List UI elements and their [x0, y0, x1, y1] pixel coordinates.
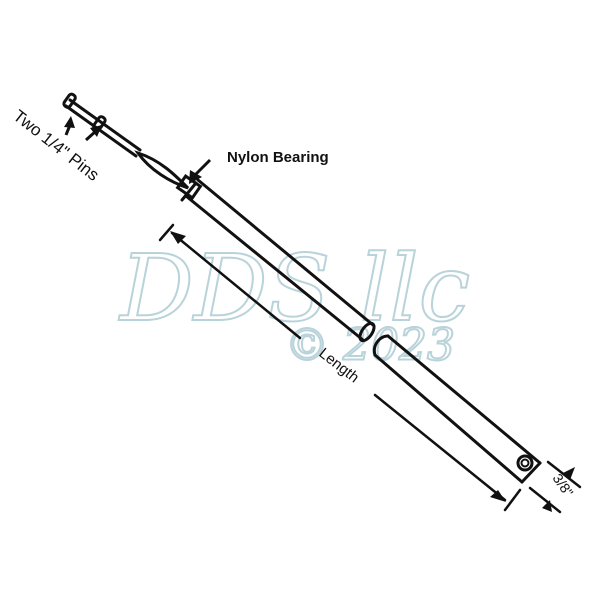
diameter-label: 3/8" — [550, 471, 577, 500]
length-arrow-start-icon — [170, 231, 186, 244]
watermark: DDS llc © 2023 — [117, 234, 471, 372]
lower-tube — [372, 334, 542, 484]
watermark-copyright: © 2023 — [285, 320, 455, 371]
length-arrow-end-icon — [490, 490, 506, 502]
pins-label: Two 1/4" Pins — [10, 106, 103, 185]
diameter-arrow-bottom-icon — [542, 500, 552, 512]
pin-arrow-1-icon — [64, 116, 75, 128]
bearing-arrow-icon — [189, 170, 202, 184]
end-hole-icon — [516, 454, 534, 472]
pin-shaft — [62, 92, 190, 190]
bearing-label: Nylon Bearing — [227, 149, 329, 166]
pin-arrow-2-icon — [90, 125, 102, 137]
upper-tube — [180, 178, 376, 343]
length-dimension — [158, 223, 582, 514]
pin-1-icon — [62, 92, 77, 109]
watermark-brand: DDS llc — [118, 235, 470, 342]
diameter-arrow-top-icon — [563, 467, 575, 480]
arrowheads — [64, 116, 575, 512]
